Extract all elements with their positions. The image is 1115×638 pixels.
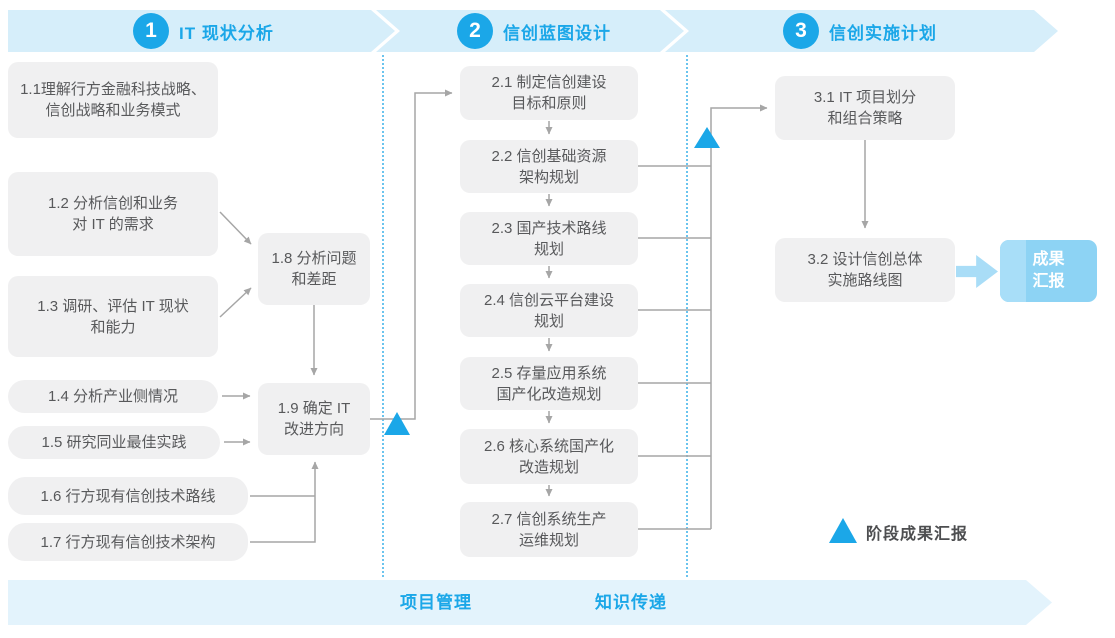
step-box-2-7: 2.7 信创系统生产 运维规划 [460,502,638,557]
step-box-1-9: 1.9 确定 IT 改进方向 [258,383,370,455]
phase-banner-2: 2 信创蓝图设计 [376,10,684,52]
phase-title: 信创实施计划 [829,23,937,43]
milestone-triangle-icon [694,127,720,148]
step-box-1-1: 1.1理解行方金融科技战略、 信创战略和业务模式 [8,62,218,138]
phase-title: IT 现状分析 [179,23,274,43]
step-box-1-6: 1.6 行方现有信创技术路线 [8,477,248,515]
step-box-3-1: 3.1 IT 项目划分 和组合策略 [775,76,955,140]
step-box-2-3: 2.3 国产技术路线 规划 [460,212,638,265]
phase-divider-line [382,55,384,577]
phase-banner-3: 3 信创实施计划 [665,10,1058,52]
step-box-2-6: 2.6 核心系统国产化 改造规划 [460,429,638,484]
bottom-banner-label-knowledge-transfer: 知识传递 [595,593,667,612]
phase-banner-1: 1 IT 现状分析 [8,10,395,52]
result-report-box: 成果 汇报 [1000,240,1097,302]
milestone-triangle-icon [829,518,857,543]
step-box-1-7: 1.7 行方现有信创技术架构 [8,523,248,561]
step-box-2-2: 2.2 信创基础资源 架构规划 [460,140,638,193]
bottom-banner: 项目管理 知识传递 [8,580,1052,625]
phase-title: 信创蓝图设计 [503,23,611,43]
phase-divider-line [686,55,688,577]
flow-arrow-icon [956,255,998,288]
bottom-banner-label-project-management: 项目管理 [400,593,472,612]
legend-label: 阶段成果汇报 [866,526,969,543]
result-report-label: 成果 汇报 [1032,251,1065,290]
step-box-1-5: 1.5 研究同业最佳实践 [8,426,220,459]
step-box-3-2: 3.2 设计信创总体 实施路线图 [775,238,955,302]
phase-number-badge: 1 [133,13,169,49]
step-box-2-5: 2.5 存量应用系统 国产化改造规划 [460,357,638,410]
phase-number-badge: 2 [457,13,493,49]
phase-number-badge: 3 [783,13,819,49]
step-box-2-4: 2.4 信创云平台建设 规划 [460,284,638,337]
step-box-2-1: 2.1 制定信创建设 目标和原则 [460,66,638,120]
milestone-triangle-icon [384,412,410,435]
step-box-1-8: 1.8 分析问题 和差距 [258,233,370,305]
step-box-1-4: 1.4 分析产业侧情况 [8,380,218,413]
step-box-1-2: 1.2 分析信创和业务 对 IT 的需求 [8,172,218,256]
step-box-1-3: 1.3 调研、评估 IT 现状 和能力 [8,276,218,357]
